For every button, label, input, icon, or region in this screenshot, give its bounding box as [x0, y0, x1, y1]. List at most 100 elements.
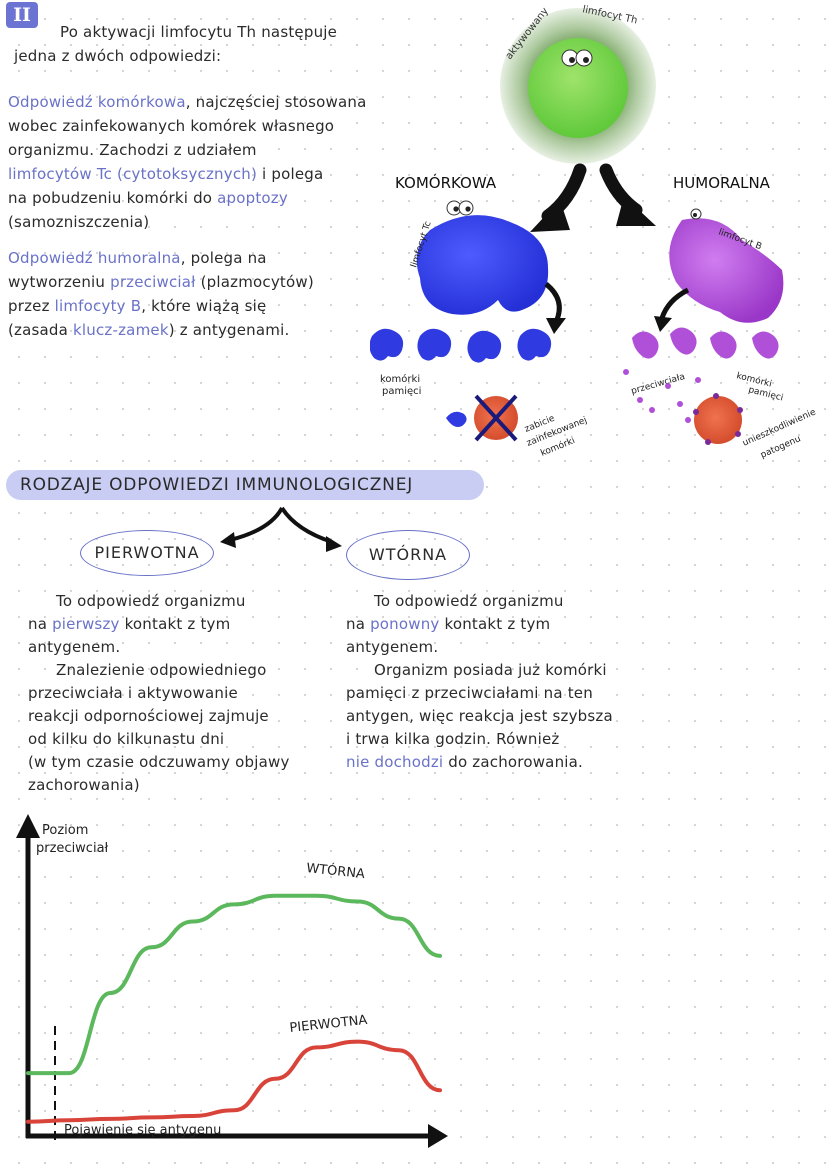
secondary-line: na ponowny kontakt z tym — [346, 613, 686, 636]
tc-memory-cells — [370, 328, 552, 363]
primary-line: na pierwszy kontakt z tym — [28, 613, 328, 636]
b-lymphocytes-term: limfocyty B — [54, 297, 142, 315]
secondary-line-pre: To odpowiedź organizmu — [374, 592, 564, 610]
immune-response-diagram: aktywowany limfocyt Th KOMÓRKOWA HUMORAL… — [370, 4, 818, 461]
humoral-line-3-pre: przez — [8, 297, 55, 315]
secondary-line-pre: pamięci z przeciwciałami na ten — [346, 684, 593, 702]
cellular-line-4-rest: i polega — [257, 165, 324, 183]
secondary-response-curve — [26, 893, 442, 1076]
humoral-term: Odpowiedź humoralna — [8, 249, 181, 267]
activated-th-lymphocyte — [500, 8, 656, 164]
arrow-to-cellular — [530, 163, 587, 232]
y-axis — [16, 814, 40, 1138]
secondary-line-pre: i trwa kilka godzin. Również — [346, 730, 560, 748]
secondary-line: antygenem. — [346, 636, 686, 659]
secondary-line: Organizm posiada już komórki — [346, 659, 686, 682]
cellular-line-3: organizmu. Zachodzi z udziałem — [8, 141, 257, 159]
secondary-line-blue: nie dochodzi — [346, 753, 444, 771]
primary-line: zachorowania) — [28, 774, 328, 797]
secondary-line-blue: ponowny — [370, 615, 440, 633]
antibodies-label: przeciwciała — [630, 372, 686, 397]
humoral-title: HUMORALNA — [673, 174, 771, 192]
antibody-dots — [623, 369, 701, 423]
primary-line: od kilku do kilkunastu dni — [28, 728, 328, 751]
humoral-line-3-rest: , które wiążą się — [141, 297, 267, 315]
secondary-bubble: WTÓRNA — [346, 530, 470, 580]
cellular-line-1: Odpowiedź komórkowa, najczęściej stosowa… — [8, 90, 378, 114]
tc-memory-label-1: komórki — [380, 373, 420, 385]
secondary-curve-label: WTÓRNA — [306, 860, 366, 882]
tc-lymphocytes-term: limfocytów Tc (cytotoksycznych) — [8, 165, 258, 183]
primary-line: antygenem. — [28, 636, 328, 659]
primary-line: To odpowiedź organizmu — [28, 590, 328, 613]
antibodies-term: przeciwciał — [110, 273, 196, 291]
primary-line-post: kontakt z tym — [119, 615, 231, 633]
primary-line: Znalezienie odpowiedniego — [28, 659, 328, 682]
primary-title: PIERWOTNA — [94, 543, 200, 562]
humoral-line-4: (zasada klucz-zamek) z antygenami. — [8, 318, 378, 342]
b-lymphocyte — [669, 208, 784, 323]
antibody-level-chart: Poziom przeciwciał Pojawienie się antyge… — [16, 814, 448, 1148]
secondary-line-pre: Organizm posiada już komórki — [374, 661, 607, 679]
secondary-line: pamięci z przeciwciałami na ten — [346, 682, 686, 705]
cellular-line-6: (samozniszczenia) — [8, 213, 150, 231]
primary-line-pre: Znalezienie odpowiedniego — [56, 661, 267, 679]
secondary-line-post: do zachorowania. — [443, 753, 584, 771]
secondary-line: i trwa kilka godzin. Również — [346, 728, 686, 751]
intro-text: Po aktywacji limfocytu Th następuje jedn… — [14, 20, 374, 68]
tc-lymphocyte — [416, 200, 549, 315]
humoral-line-4-pre: (zasada — [8, 321, 74, 339]
branch-arrows — [220, 506, 342, 552]
humoral-line-1-rest: , polega na — [180, 249, 267, 267]
cellular-response-paragraph: Odpowiedź komórkowa, najczęściej stosowa… — [8, 90, 378, 234]
cellular-line-5: na pobudzeniu komórki do apoptozy — [8, 186, 378, 210]
secondary-line-post: kontakt z tym — [439, 615, 551, 633]
cellular-line-1-rest: , najczęściej stosowana — [185, 93, 367, 111]
humoral-line-4-rest: ) z antygenami. — [168, 321, 290, 339]
secondary-description: To odpowiedź organizmu na ponowny kontakt… — [346, 590, 686, 774]
primary-response-curve — [26, 1039, 442, 1124]
secondary-line: antygen, więc reakcja jest szybsza — [346, 705, 686, 728]
primary-description: To odpowiedź organizmu na pierwszy kontak… — [28, 590, 328, 797]
primary-line-pre: antygenem. — [28, 638, 121, 656]
secondary-line: To odpowiedź organizmu — [346, 590, 686, 613]
secondary-line-pre: antygenem. — [346, 638, 439, 656]
intro-line-1: Po aktywacji limfocytu Th następuje — [60, 23, 338, 41]
section-number-badge: II — [6, 2, 38, 28]
cellular-title: KOMÓRKOWA — [395, 173, 497, 192]
types-heading: RODZAJE ODPOWIEDZI IMMUNOLOGICZNEJ — [6, 470, 484, 500]
primary-line-pre: zachorowania) — [28, 776, 140, 794]
humoral-response-paragraph: Odpowiedź humoralna, polega na wytworzen… — [8, 246, 378, 342]
cellular-line-5-pre: na pobudzeniu komórki do — [8, 189, 218, 207]
primary-line-pre: To odpowiedź organizmu — [56, 592, 246, 610]
x-axis-label: Pojawienie się antygenu — [64, 1123, 221, 1138]
primary-line-pre: reakcji odpornościowej zajmuje — [28, 707, 269, 725]
primary-line: (w tym czasie odczuwamy objawy — [28, 751, 328, 774]
primary-bubble: PIERWOTNA — [80, 530, 214, 576]
primary-line-pre: przeciwciała i aktywowanie — [28, 684, 238, 702]
arrow-tc-to-target — [544, 282, 566, 334]
primary-line-pre: od kilku do kilkunastu dni — [28, 730, 225, 748]
cellular-term: Odpowiedź komórkowa — [8, 93, 186, 111]
primary-line-pre: na — [28, 615, 53, 633]
apoptosis-term: apoptozy — [217, 189, 288, 207]
infected-cell-crossed — [446, 394, 518, 442]
cellular-line-2: wobec zainfekowanych komórek własnego — [8, 117, 335, 135]
humoral-line-2-rest: (plazmocytów) — [195, 273, 314, 291]
primary-line: przeciwciała i aktywowanie — [28, 682, 328, 705]
y-axis-label-2: przeciwciał — [36, 841, 109, 856]
humoral-line-3: przez limfocyty B, które wiążą się — [8, 294, 378, 318]
x-axis — [26, 1124, 448, 1148]
secondary-line: nie dochodzi do zachorowania. — [346, 751, 686, 774]
humoral-line-2-pre: wytworzeniu — [8, 273, 111, 291]
y-axis-label-1: Poziom — [42, 823, 88, 838]
tc-memory-label-2: pamięci — [382, 386, 421, 397]
arrow-to-humoral — [599, 163, 656, 226]
b-memory-cells — [632, 327, 779, 359]
neutralized-pathogen — [693, 393, 743, 445]
secondary-title: WTÓRNA — [368, 545, 448, 564]
cellular-line-4: limfocytów Tc (cytotoksycznych) i polega — [8, 162, 378, 186]
primary-line-pre: (w tym czasie odczuwamy objawy — [28, 753, 290, 771]
primary-curve-label: PIERWOTNA — [289, 1013, 368, 1036]
primary-line: reakcji odpornościowej zajmuje — [28, 705, 328, 728]
